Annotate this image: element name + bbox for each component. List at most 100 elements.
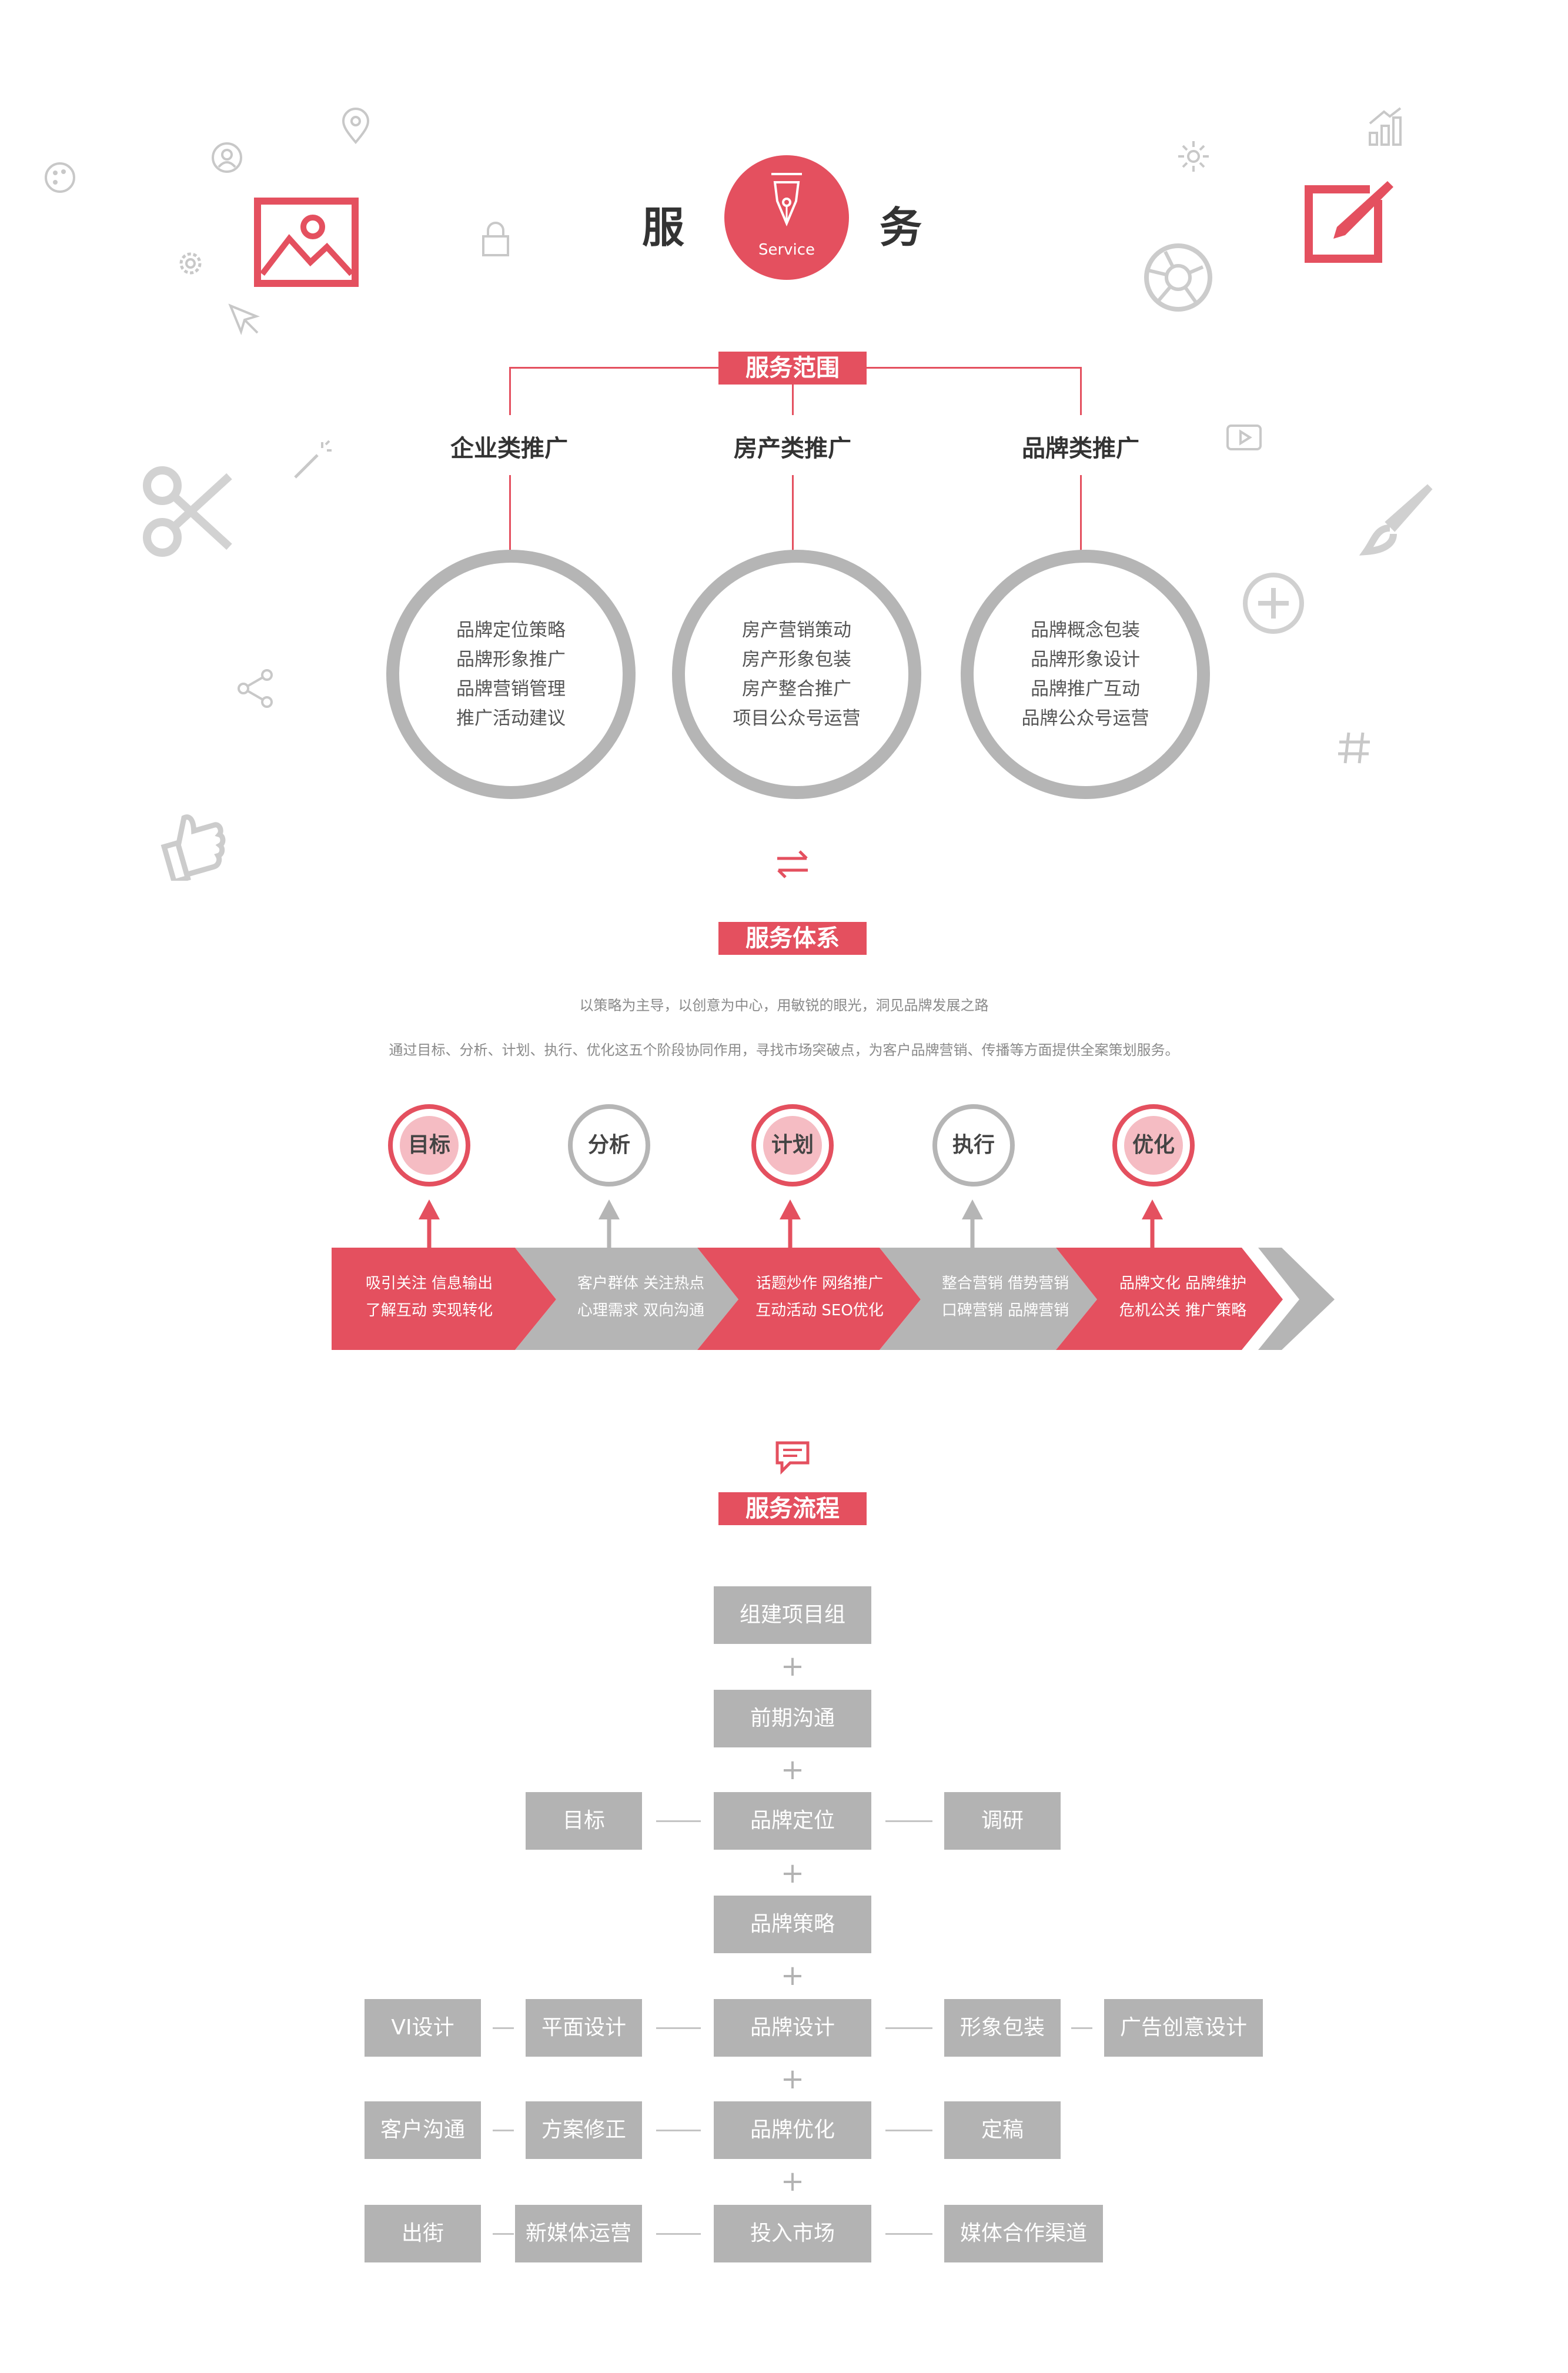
process-connector	[885, 2130, 932, 2131]
scope-connector-right	[1080, 475, 1082, 550]
scope-item: 品牌推广互动	[1031, 679, 1140, 700]
plus-icon: +	[780, 2165, 805, 2198]
brush-icon	[1359, 484, 1433, 556]
stage-goal: 目标	[388, 1104, 470, 1186]
stage-label: 执行	[944, 1116, 1003, 1175]
scope-item: 推广活动建议	[456, 708, 566, 729]
scope-ring-list: 房产营销策动 房产形象包装 房产整合推广 项目公众号运营	[685, 616, 908, 733]
scope-item: 品牌公众号运营	[1021, 708, 1149, 729]
title-char-left: 服	[642, 203, 685, 252]
scope-ring-enterprise: 品牌定位策略 品牌形象推广 品牌营销管理 推广活动建议	[386, 550, 636, 799]
process-connector	[885, 2233, 932, 2235]
magic-wand-icon	[294, 440, 332, 479]
stage-desc-line: 吸引关注 信息输出	[365, 1275, 493, 1292]
scope-item: 品牌定位策略	[456, 620, 566, 641]
process-connector	[493, 2027, 514, 2029]
stage-label: 优化	[1124, 1116, 1183, 1175]
thumbs-up-icon	[161, 814, 226, 881]
gear-icon	[179, 252, 202, 275]
process-side-step: 方案修正	[526, 2101, 642, 2159]
lock-icon	[482, 222, 509, 256]
scope-category-title: 房产类推广	[734, 435, 851, 462]
chevron-plan	[697, 1248, 921, 1350]
process-side-step: 出街	[365, 2205, 481, 2262]
scope-category-title: 企业类推广	[450, 435, 568, 462]
scope-tag: 服务范围	[718, 352, 867, 385]
plus-icon: +	[780, 2063, 805, 2095]
scope-item: 项目公众号运营	[733, 708, 861, 729]
process-connector	[656, 2130, 701, 2131]
scope-item: 房产营销策动	[742, 620, 851, 641]
plus-circle-icon	[1243, 573, 1304, 634]
plus-icon: +	[780, 1857, 805, 1890]
process-connector	[493, 2130, 514, 2131]
scope-item: 房产形象包装	[742, 649, 851, 670]
process-side-step: 形象包装	[944, 1999, 1061, 2057]
stage-desc: 品牌文化 品牌维护 危机公关 推广策略	[1106, 1270, 1259, 1324]
process-connector	[885, 2027, 932, 2029]
sun-icon	[1178, 141, 1209, 172]
system-tag: 服务体系	[718, 922, 867, 955]
scope-item: 房产整合推广	[742, 679, 851, 700]
scope-ring-brand: 品牌概念包装 品牌形象设计 品牌推广互动 品牌公众号运营	[961, 550, 1210, 799]
stage-label: 分析	[580, 1116, 638, 1175]
scope-category-title: 品牌类推广	[1022, 435, 1139, 462]
process-side-step: 目标	[526, 1792, 642, 1850]
process-step-main: 组建项目组	[714, 1586, 871, 1644]
stage-desc: 话题炒作 网络推广 互动活动 SEO优化	[743, 1270, 896, 1324]
chart-icon	[1369, 107, 1402, 146]
stage-plan: 计划	[751, 1104, 834, 1186]
scope-item: 品牌概念包装	[1031, 620, 1140, 641]
chevron-execute	[880, 1248, 1097, 1350]
scope-ring-realestate: 房产营销策动 房产形象包装 房产整合推广 项目公众号运营	[672, 550, 921, 799]
scope-ring-list: 品牌定位策略 品牌形象推广 品牌营销管理 推广活动建议	[399, 616, 623, 733]
stage-label: 目标	[400, 1116, 459, 1175]
process-side-step: 调研	[944, 1792, 1061, 1850]
process-step-main: 品牌优化	[714, 2101, 871, 2159]
share-icon	[238, 669, 273, 708]
stage-desc: 吸引关注 信息输出 了解互动 实现转化	[353, 1270, 506, 1324]
stage-desc-line: 了解互动 实现转化	[365, 1302, 493, 1319]
process-step-main: 投入市场	[714, 2205, 871, 2262]
system-chevron-band	[332, 1199, 1335, 1350]
stage-execute: 执行	[932, 1104, 1015, 1186]
scissors-icon	[143, 466, 232, 557]
process-side-step: 媒体合作渠道	[944, 2205, 1103, 2262]
cursor-icon	[228, 303, 260, 335]
swap-icon	[777, 850, 808, 878]
chevron-optimize	[1056, 1248, 1283, 1350]
picture-icon	[254, 198, 359, 287]
scope-item: 品牌形象设计	[1031, 649, 1140, 670]
process-step-main: 品牌设计	[714, 1999, 871, 2057]
plus-icon: +	[780, 1959, 805, 1992]
scope-connector-right-down	[1080, 367, 1082, 415]
video-icon	[1226, 425, 1262, 450]
chevron-analysis	[515, 1248, 738, 1350]
process-step-main: 品牌定位	[714, 1792, 871, 1850]
process-side-step: 客户沟通	[365, 2101, 481, 2159]
stage-desc-line: 整合营销 借势营销	[941, 1275, 1069, 1292]
scope-connector-left	[509, 475, 511, 550]
chevron-tail	[1258, 1248, 1335, 1350]
process-connector	[656, 2233, 701, 2235]
palette-icon	[45, 162, 75, 193]
plus-icon: +	[780, 1753, 805, 1786]
scope-connector-mid	[792, 475, 794, 550]
process-connector	[885, 1820, 932, 1822]
chevron-goal	[332, 1248, 556, 1350]
edit-icon	[1305, 181, 1393, 263]
service-badge: Service	[724, 155, 849, 280]
title-char-right: 务	[880, 203, 922, 252]
process-connector	[656, 1820, 701, 1822]
user-icon	[212, 142, 242, 173]
stage-desc-line: 口碑营销 品牌营销	[941, 1302, 1069, 1319]
stage-desc-line: 品牌文化 品牌维护	[1119, 1275, 1247, 1292]
process-side-step: 定稿	[944, 2101, 1061, 2159]
process-connector	[1071, 2027, 1092, 2029]
chat-icon	[775, 1441, 810, 1475]
process-side-step: 平面设计	[526, 1999, 642, 2057]
scope-connector-mid-down	[792, 383, 794, 415]
stage-label: 计划	[763, 1116, 822, 1175]
process-connector	[493, 2233, 514, 2235]
pen-nib-icon	[771, 173, 802, 227]
